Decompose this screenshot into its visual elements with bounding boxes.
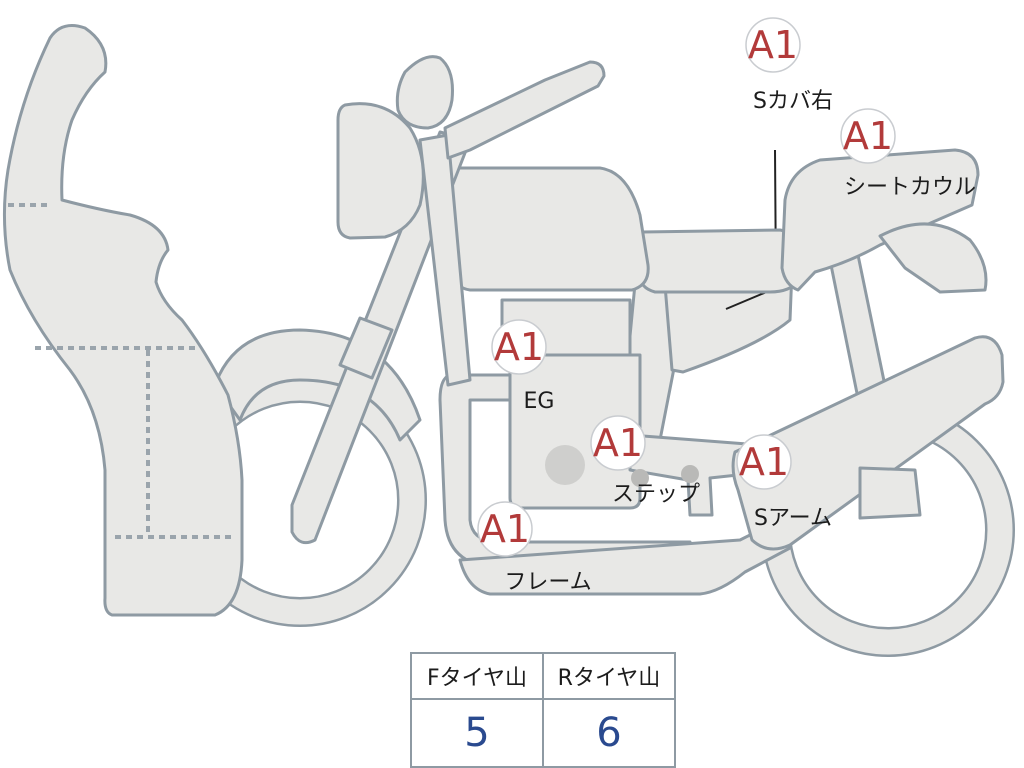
badge-text: A1 [748, 23, 798, 67]
step-bolt-icon [681, 465, 699, 483]
table-row: 5 6 [410, 698, 676, 768]
badge-frame: A1 [477, 501, 533, 557]
rear-tire-header: Rタイヤ山 [542, 652, 676, 700]
badge-seat-cover-right: A1 [745, 17, 801, 73]
seat-cowl [780, 148, 980, 292]
fork-clamp [338, 316, 394, 380]
badge-text: A1 [739, 440, 789, 484]
label-seat-cover-right: Sカバ右 [753, 89, 833, 114]
chain-guard [858, 466, 922, 520]
table-header-row: Fタイヤ山 Rタイヤ山 [410, 652, 676, 700]
badge-engine: A1 [491, 319, 547, 375]
badge-step: A1 [590, 415, 646, 471]
badge-seat-cowl: A1 [840, 108, 896, 164]
swing-arm [731, 335, 1005, 551]
rear-tire-value: 6 [542, 698, 676, 768]
tire-tread-table: Fタイヤ山 Rタイヤ山 5 6 [410, 652, 676, 768]
badge-swing-arm: A1 [736, 434, 792, 490]
front-tire-value: 5 [410, 698, 544, 768]
front-fairing [2, 24, 244, 617]
engine-cover-icon [545, 445, 585, 485]
step-bolt-icon [631, 469, 649, 487]
badge-text: A1 [494, 325, 544, 369]
front-tire-header: Fタイヤ山 [410, 652, 544, 700]
badge-text: A1 [593, 421, 643, 465]
headlight [336, 102, 425, 240]
tail-fin [878, 222, 988, 294]
badge-text: A1 [843, 114, 893, 158]
handlebar [443, 60, 606, 160]
main-frame-tube [418, 133, 472, 387]
label-step: ステップ [612, 482, 700, 507]
label-seat-cowl: シートカウル [844, 175, 976, 200]
label-swing-arm: Sアーム [754, 506, 832, 531]
fairing-seam-lines [8, 203, 236, 539]
mirror [395, 55, 454, 130]
badge-text: A1 [480, 507, 530, 551]
lower-pipe [458, 518, 792, 596]
seat [638, 228, 802, 294]
label-frame: フレーム [504, 570, 591, 595]
fuel-tank [438, 166, 650, 292]
label-engine: EG [524, 389, 555, 414]
